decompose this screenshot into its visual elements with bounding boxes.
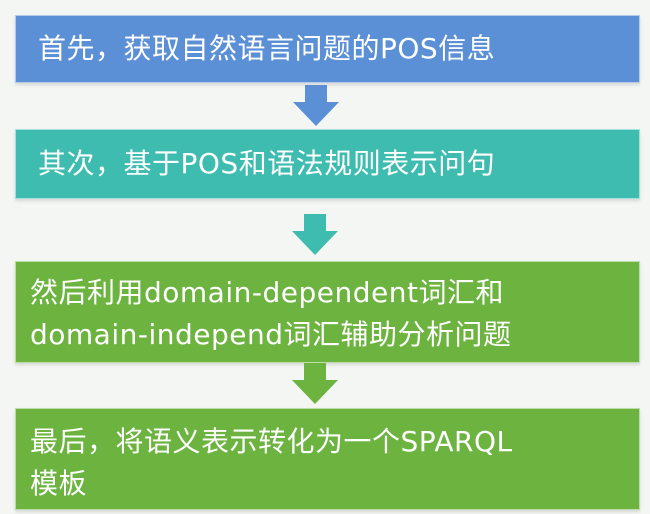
step-1-box: 首先，获取自然语言问题的POS信息 (15, 15, 640, 83)
down-arrow-icon (292, 363, 338, 404)
arrow-1-shape (293, 85, 339, 126)
arrow-2-shape (292, 214, 338, 255)
step-3-label: 然后利用domain-dependent词汇和 domain-independ词… (30, 276, 512, 351)
step-2-label: 其次，基于POS和语法规则表示问句 (38, 147, 496, 180)
step-4-label: 最后，将语义表示转化为一个SPARQL 模板 (30, 425, 513, 500)
step-4-box: 最后，将语义表示转化为一个SPARQL 模板 (15, 408, 640, 510)
step-1-label: 首先，获取自然语言问题的POS信息 (38, 32, 496, 65)
step-3-box: 然后利用domain-dependent词汇和 domain-independ词… (15, 261, 640, 363)
down-arrow-icon (292, 214, 338, 255)
step-2-box: 其次，基于POS和语法规则表示问句 (15, 129, 640, 199)
down-arrow-icon (293, 85, 339, 126)
arrow-3-shape (292, 363, 338, 404)
